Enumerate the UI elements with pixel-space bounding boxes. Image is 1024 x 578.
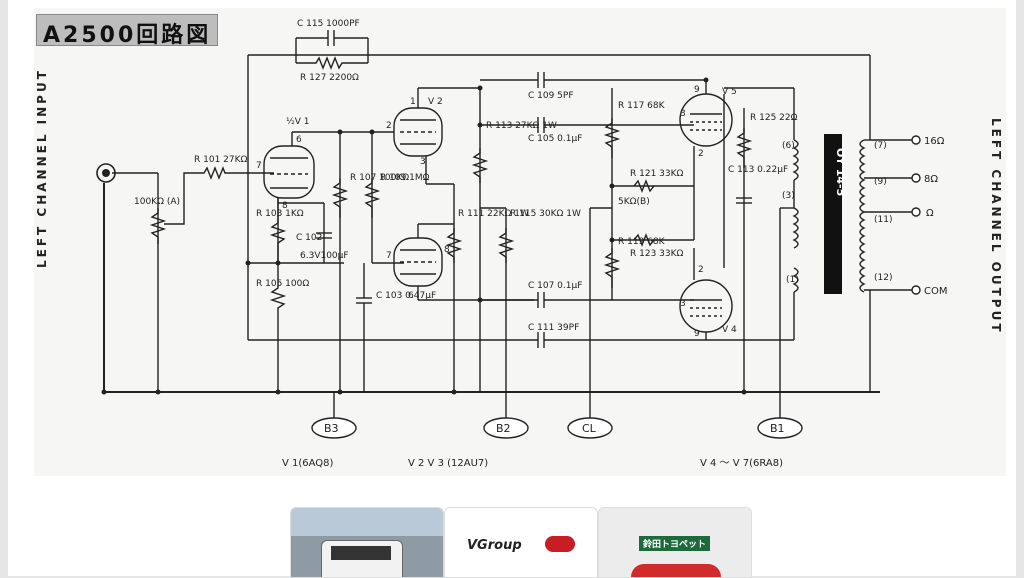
node-b2-label: B2 <box>496 422 511 435</box>
label-r101: R 101 27KΩ <box>194 155 248 165</box>
label-r103: R 103 1KΩ <box>256 209 304 219</box>
page: C 115 1000PF R 127 2200Ω ½V 1 V 2 V 5 V … <box>8 0 1016 578</box>
pin-label: 3 <box>680 109 686 119</box>
label-c113: C 113 0.22μF <box>728 165 788 175</box>
pin-label: 7 <box>256 161 262 171</box>
pin-label: 7 <box>386 251 392 261</box>
node-b2 <box>483 417 529 439</box>
node-cl <box>567 417 613 439</box>
node-cl-label: CL <box>582 422 597 435</box>
label-v2: V 2 <box>428 97 443 107</box>
label-r117: R 117 68K <box>618 101 666 111</box>
tap-label: (12) <box>874 273 892 283</box>
node-b3 <box>311 417 357 439</box>
node-b1 <box>757 417 803 439</box>
thumbnail-dealer-label: 鈴田トヨペット <box>639 536 711 551</box>
output-16: 16Ω <box>924 136 945 147</box>
tap-label: (6) <box>782 141 795 151</box>
label-r105: R 105 100Ω <box>256 279 309 289</box>
label-c107: C 107 0.1μF <box>528 281 582 291</box>
thumbnail-car-2[interactable]: 鈴田トヨペット <box>598 507 752 578</box>
tap-label: (1) <box>786 275 799 285</box>
pin-label: 9 <box>694 329 700 339</box>
tap-label: (7) <box>874 141 887 151</box>
label-c105: C 105 0.1μF <box>528 134 582 144</box>
label-r123: R 123 33KΩ <box>630 249 684 259</box>
tap-label: (11) <box>874 215 892 225</box>
tap-label: (3) <box>782 191 795 201</box>
label-r115: R 115 30KΩ 1W <box>510 209 581 219</box>
pin-label: 6 <box>296 135 302 145</box>
label-r111: R 111 22KΩ 1W <box>458 209 529 219</box>
circuit-diagram: C 115 1000PF R 127 2200Ω ½V 1 V 2 V 5 V … <box>35 19 1003 469</box>
pin-label: 3 <box>680 299 686 309</box>
label-r119: R 119 68K <box>618 237 666 247</box>
pin-label: 1 <box>410 97 416 107</box>
tube-note-v2v3: V 2 V 3 (12AU7) <box>408 458 488 469</box>
label-v4: V 4 <box>722 325 737 335</box>
output-side-label: LEFT CHANNEL OUTPUT <box>989 118 1003 335</box>
label-c115: C 115 1000PF <box>297 19 360 29</box>
thumbnail-car-1[interactable] <box>290 507 444 578</box>
pin-label: 6 <box>408 291 414 301</box>
output-4: Ω <box>926 208 934 219</box>
label-c103: C 103 0.47μF <box>376 291 436 301</box>
label-v5: V 5 <box>722 87 737 97</box>
diagram-title-box: A2500回路図 <box>36 14 218 48</box>
transformer-label: OY 14-5 <box>834 148 847 196</box>
output-8: 8Ω <box>924 174 938 185</box>
pin-label: 2 <box>698 265 704 275</box>
thumbnail-logo[interactable]: VGroup <box>444 507 598 578</box>
tap-label: (9) <box>874 177 887 187</box>
label-pot-b: 5KΩ(B) <box>618 197 650 207</box>
pin-label: 8 <box>282 201 288 211</box>
label-r125: R 125 22Ω <box>750 113 798 123</box>
related-thumbnails: VGroup 鈴田トヨペット <box>290 507 752 578</box>
diagram-title: A2500回路図 <box>43 23 212 48</box>
pin-label: 8 <box>444 245 450 255</box>
thumbnail-logo-text: VGroup <box>467 538 522 553</box>
label-r109: R 109 1MΩ <box>380 173 430 183</box>
label-half-v1: ½V 1 <box>286 117 309 127</box>
tube-note-v4v7: V 4 ～ V 7(6RA8) <box>700 458 783 469</box>
node-b1-label: B1 <box>770 422 785 435</box>
pin-label: 2 <box>698 149 704 159</box>
input-side-label: LEFT CHANNEL INPUT <box>35 68 49 268</box>
tube-note-v1: V 1(6AQ8) <box>282 458 334 469</box>
output-com: COM <box>924 286 947 297</box>
pin-label: 2 <box>386 121 392 131</box>
schematic-image: C 115 1000PF R 127 2200Ω ½V 1 V 2 V 5 V … <box>34 8 1006 476</box>
label-c102-val: 6.3V100μF <box>300 251 349 261</box>
label-c102: C 102 <box>296 233 322 243</box>
label-c111: C 111 39PF <box>528 323 579 333</box>
pin-label: 9 <box>694 85 700 95</box>
label-r127: R 127 2200Ω <box>300 73 359 83</box>
label-r113: R 113 27KΩ 1W <box>486 121 557 131</box>
label-r107: R 107 100KΩ <box>350 173 409 183</box>
label-c109: C 109 5PF <box>528 91 574 101</box>
label-pot-a: 100KΩ (A) <box>134 197 180 207</box>
pin-label: 3 <box>420 157 426 167</box>
node-b3-label: B3 <box>324 422 339 435</box>
label-r121: R 121 33KΩ <box>630 169 684 179</box>
